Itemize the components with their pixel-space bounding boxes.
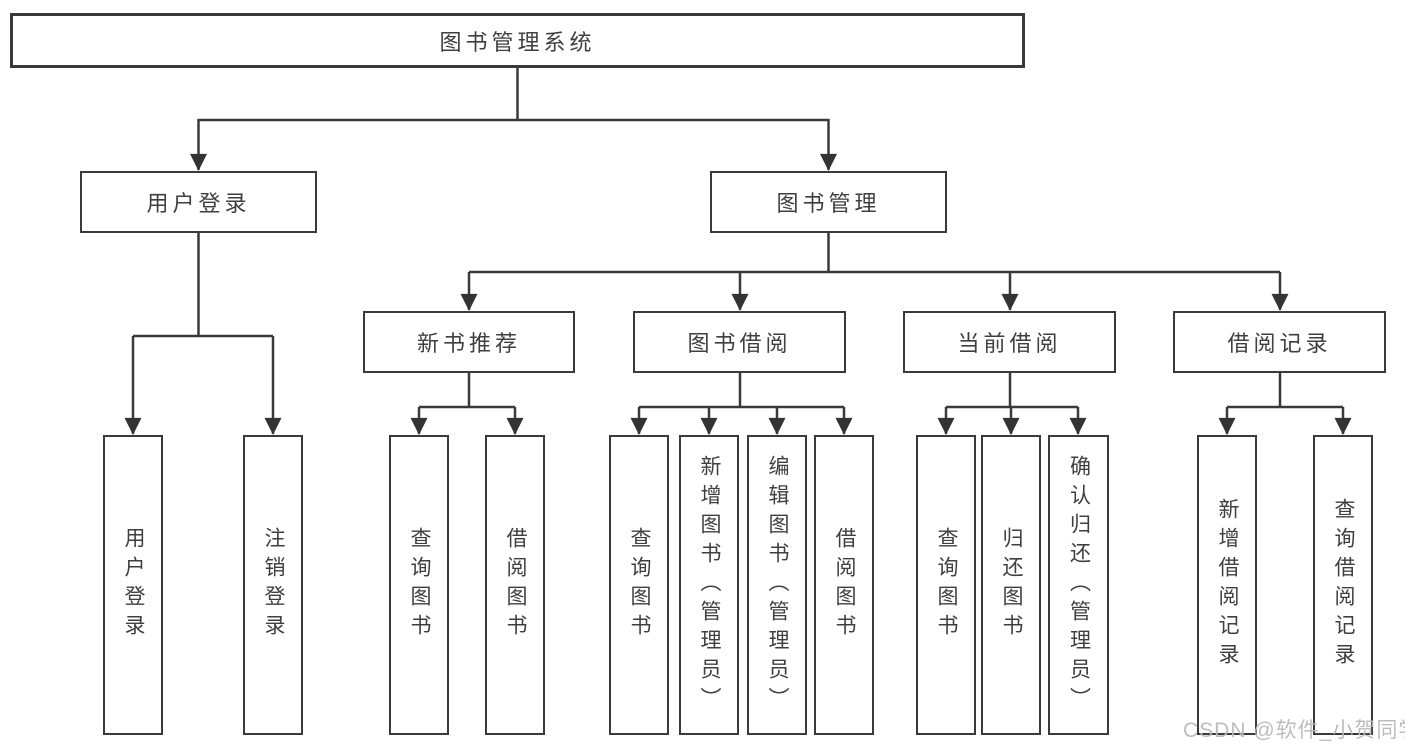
leaf-add-borrow-record: 新增借阅记录 — [1197, 435, 1257, 735]
leaf-logout: 注销登录 — [243, 435, 303, 735]
leaf-borrow-books: 借阅图书 — [814, 435, 874, 735]
node-borrow-records: 借阅记录 — [1173, 311, 1386, 373]
watermark-text: CSDN @软件_小贺同学 — [1183, 719, 1405, 742]
leaf-add-book-admin: 新增图书（管理员） — [679, 435, 739, 735]
node-root: 图书管理系统 — [10, 13, 1025, 68]
leaf-confirm-return-admin: 确认归还（管理员） — [1048, 435, 1109, 735]
leaf-query-books-recommend: 查询图书 — [389, 435, 449, 735]
node-user-login: 用户登录 — [80, 171, 317, 233]
leaf-query-borrow-record: 查询借阅记录 — [1313, 435, 1373, 735]
leaf-user-login: 用户登录 — [103, 435, 163, 735]
node-book-borrow: 图书借阅 — [633, 311, 846, 373]
node-book-management: 图书管理 — [710, 171, 947, 233]
leaf-query-books-borrow: 查询图书 — [609, 435, 669, 735]
leaf-edit-book-admin: 编辑图书（管理员） — [747, 435, 807, 735]
node-current-borrow: 当前借阅 — [903, 311, 1116, 373]
node-new-book-recommend: 新书推荐 — [363, 311, 575, 373]
leaf-query-books-current: 查询图书 — [916, 435, 976, 735]
leaf-return-books: 归还图书 — [981, 435, 1041, 735]
leaf-borrow-books-recommend: 借阅图书 — [485, 435, 545, 735]
